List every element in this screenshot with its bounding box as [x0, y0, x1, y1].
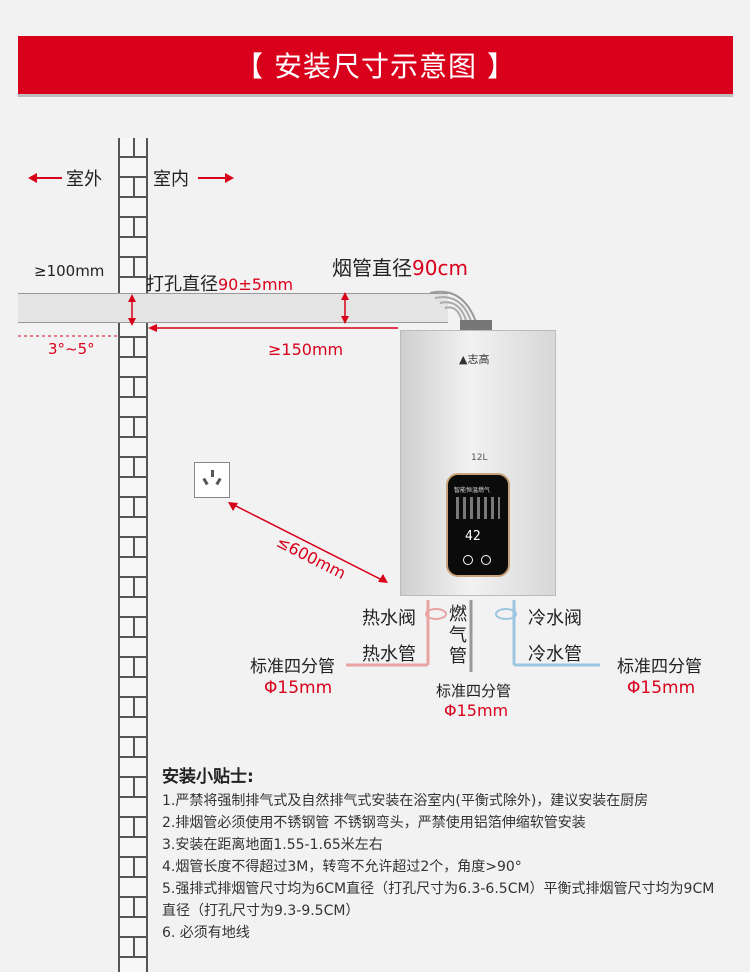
panel-text: 智能恒温燃气: [454, 487, 491, 494]
flue-label-text: 烟管直径: [332, 256, 412, 280]
cold-pipe-label: 冷水管: [528, 644, 582, 665]
tip-item: 5.强排式排烟管尺寸均为6CM直径（打孔尺寸为6.3-6.5CM）平衡式排烟管尺…: [162, 881, 715, 919]
power-socket-icon: [194, 462, 230, 498]
drill-label: 打孔直径90±5mm: [146, 270, 293, 296]
dia-center: Φ15mm: [444, 701, 509, 720]
tip-item: 3.安装在距离地面1.55-1.65米左右: [162, 837, 383, 853]
flue-elbow: [430, 290, 492, 330]
slope-label: 3°~5°: [48, 340, 95, 358]
tips-title: 安装小贴士:: [162, 767, 254, 787]
panel-indicators: [456, 497, 500, 519]
brand-name: 志高: [467, 353, 490, 366]
capacity-label: 12L: [471, 453, 488, 463]
std-pipe-right: 标准四分管: [617, 657, 702, 677]
brick-wall: [118, 138, 148, 972]
tip-item: 1.严禁将强制排气式及自然排气式安装在浴室内(平衡式除外)，建议安装在厨房: [162, 793, 649, 809]
tips-list: 1.严禁将强制排气式及自然排气式安装在浴室内(平衡式除外)，建议安装在厨房 2.…: [162, 790, 722, 944]
indoor-label: 室内: [153, 169, 189, 190]
plus-button-icon[interactable]: [481, 555, 491, 565]
hot-pipe-label: 热水管: [362, 644, 416, 665]
temperature-display: 42: [465, 529, 481, 544]
gap-100-label: ≥100mm: [34, 262, 105, 280]
dia-left: Φ15mm: [264, 678, 333, 698]
gap-150-label: ≥150mm: [268, 340, 344, 359]
dia-right: Φ15mm: [627, 678, 696, 698]
flue-value: 90cm: [412, 256, 468, 280]
outdoor-label: 室外: [66, 169, 102, 190]
tip-item: 4.烟管长度不得超过3M，转弯不允许超过2个，角度>90°: [162, 859, 522, 875]
minus-button-icon[interactable]: [463, 555, 473, 565]
heater-brand: ▲志高: [459, 351, 489, 367]
hot-valve-label: 热水阀: [362, 608, 416, 629]
title-banner: 【 安装尺寸示意图 】: [18, 36, 733, 94]
tip-item: 6. 必须有地线: [162, 925, 250, 941]
control-panel: 智能恒温燃气 42: [446, 473, 510, 577]
flue-pipe: [18, 293, 448, 323]
drill-label-text: 打孔直径: [146, 274, 218, 295]
direction-arrows: [28, 173, 234, 183]
std-pipe-left: 标准四分管: [250, 657, 335, 677]
brand-logo-icon: ▲: [459, 353, 468, 366]
drill-value: 90±5mm: [218, 275, 294, 294]
banner-underline: [18, 94, 733, 97]
page-title: 【 安装尺寸示意图 】: [235, 50, 516, 83]
flue-label: 烟管直径90cm: [332, 252, 468, 281]
tip-item: 2.排烟管必须使用不锈钢管 不锈钢弯头，严禁使用铝箔伸缩软管安装: [162, 815, 586, 831]
cold-valve-label: 冷水阀: [528, 608, 582, 629]
gas-pipe-label: 燃气管: [449, 604, 467, 667]
std-pipe-center: 标准四分管: [436, 682, 512, 700]
